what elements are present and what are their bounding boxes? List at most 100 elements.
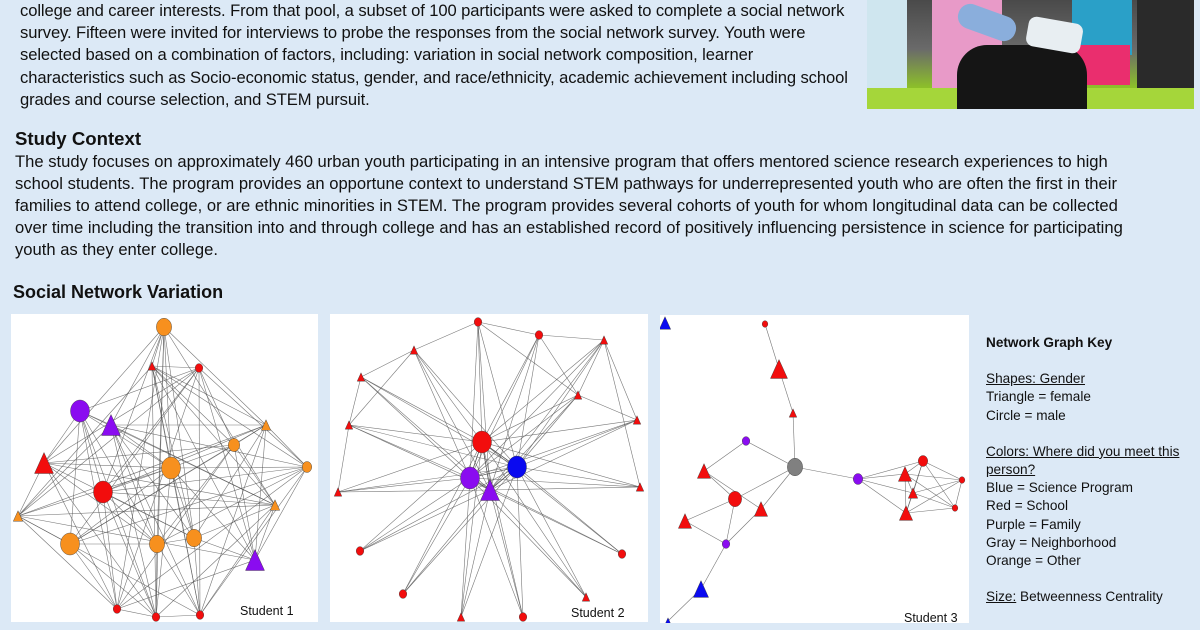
intro-line: grades and course selection, and STEM pu… xyxy=(20,89,370,109)
male-node-circle xyxy=(853,473,863,485)
key-shapes-heading: Shapes: Gender xyxy=(986,371,1085,387)
female-node-triangle xyxy=(269,499,281,511)
male-node-circle xyxy=(194,363,203,373)
graph-caption: Student 1 xyxy=(240,604,294,618)
intro-line: characteristics such as Socio-economic s… xyxy=(20,67,848,87)
male-node-circle xyxy=(186,528,202,547)
female-node-triangle xyxy=(899,505,913,521)
female-node-triangle xyxy=(693,580,709,598)
female-node-triangle xyxy=(333,487,343,497)
female-node-triangle xyxy=(665,617,671,623)
male-node-circle xyxy=(722,539,731,549)
graph-caption: Student 3 xyxy=(904,611,958,623)
key-color-item: Purple = Family xyxy=(986,516,1081,532)
male-node-circle xyxy=(302,461,312,473)
female-node-triangle xyxy=(754,501,768,517)
male-node-circle xyxy=(93,480,113,504)
male-node-circle xyxy=(472,430,492,454)
female-node-triangle xyxy=(660,316,672,330)
female-node-triangle xyxy=(356,372,366,382)
female-node-triangle xyxy=(599,335,609,345)
study-line: The study focuses on approximately 460 u… xyxy=(15,152,1108,171)
female-node-triangle xyxy=(34,452,54,474)
male-node-circle xyxy=(70,399,90,423)
female-node-triangle xyxy=(344,420,354,430)
male-node-circle xyxy=(507,455,527,479)
female-node-triangle xyxy=(147,361,157,371)
network-graph-student-1: Student 1 xyxy=(11,314,318,622)
photo-bag xyxy=(957,45,1087,109)
female-node-triangle xyxy=(456,612,466,622)
male-node-circle xyxy=(156,317,172,337)
intro-line: survey. Fifteen were invited for intervi… xyxy=(20,23,806,43)
intro-line: selected based on a combination of facto… xyxy=(20,45,754,65)
male-node-circle xyxy=(761,320,769,328)
male-node-circle xyxy=(958,476,966,484)
key-size-row: Size: Betweenness Centrality xyxy=(986,588,1196,606)
network-graph-svg xyxy=(660,316,966,623)
male-node-circle xyxy=(473,317,482,327)
youth-lab-photo xyxy=(867,0,1194,109)
male-node-circle xyxy=(161,456,181,480)
female-node-triangle xyxy=(697,463,711,479)
female-node-triangle xyxy=(770,359,788,379)
female-node-triangle xyxy=(678,513,692,529)
key-shape-item: Circle = male xyxy=(986,407,1066,423)
key-shape-item: Triangle = female xyxy=(986,389,1091,405)
female-node-triangle xyxy=(907,487,919,499)
male-node-circle xyxy=(728,491,742,507)
intro-paragraph: college and career interests. From that … xyxy=(20,0,865,111)
male-node-circle xyxy=(918,455,928,467)
study-context-body: The study focuses on approximately 460 u… xyxy=(15,151,1195,261)
male-node-circle xyxy=(951,504,959,512)
male-node-circle xyxy=(398,589,407,599)
female-node-triangle xyxy=(245,549,265,571)
network-graph-svg xyxy=(12,317,312,622)
male-node-circle xyxy=(60,532,80,556)
key-size-label: Size: xyxy=(986,589,1017,605)
female-node-triangle xyxy=(632,415,642,425)
male-node-circle xyxy=(112,604,121,614)
key-colors-heading: Colors: Where did you meet this person? xyxy=(986,443,1180,478)
male-node-circle xyxy=(460,466,480,490)
study-line: over time including the transition into … xyxy=(15,218,1123,237)
study-line: youth as they enter college. xyxy=(15,240,218,259)
photo-person xyxy=(867,0,907,90)
study-line: school students. The program provides an… xyxy=(15,174,1117,193)
female-node-triangle xyxy=(581,592,591,602)
network-graph-student-3: Student 3 xyxy=(660,315,969,623)
male-node-circle xyxy=(195,610,204,620)
female-node-triangle xyxy=(480,479,500,501)
male-node-circle xyxy=(787,457,803,476)
key-color-item: Blue = Science Program xyxy=(986,480,1133,496)
female-node-triangle xyxy=(409,345,419,355)
study-line: families to attend college, or are ethni… xyxy=(15,196,1118,215)
key-color-item: Orange = Other xyxy=(986,553,1081,569)
male-node-circle xyxy=(228,438,240,452)
male-node-circle xyxy=(149,534,165,553)
network-graph-key: Network Graph Key Shapes: Gender Triangl… xyxy=(986,334,1196,606)
male-node-circle xyxy=(534,330,543,340)
intro-line: college and career interests. From that … xyxy=(20,1,845,20)
female-node-triangle xyxy=(788,408,798,418)
male-node-circle xyxy=(518,612,527,622)
photo-person xyxy=(1137,0,1194,100)
female-node-triangle xyxy=(12,510,24,522)
male-node-circle xyxy=(618,549,627,559)
network-graph-student-2: Student 2 xyxy=(330,314,648,622)
male-node-circle xyxy=(741,436,750,446)
key-size-text: Betweenness Centrality xyxy=(1016,589,1163,605)
female-node-triangle xyxy=(101,414,121,436)
female-node-triangle xyxy=(260,419,272,431)
key-color-item: Gray = Neighborhood xyxy=(986,534,1117,550)
female-node-triangle xyxy=(635,482,645,492)
key-color-item: Red = School xyxy=(986,498,1068,514)
female-node-triangle xyxy=(573,390,583,400)
network-graph-svg xyxy=(333,317,645,622)
social-network-heading: Social Network Variation xyxy=(13,282,224,302)
male-node-circle xyxy=(356,546,365,556)
key-title: Network Graph Key xyxy=(986,335,1113,350)
female-node-triangle xyxy=(898,466,912,482)
male-node-circle xyxy=(151,612,160,622)
graph-caption: Student 2 xyxy=(571,606,625,620)
